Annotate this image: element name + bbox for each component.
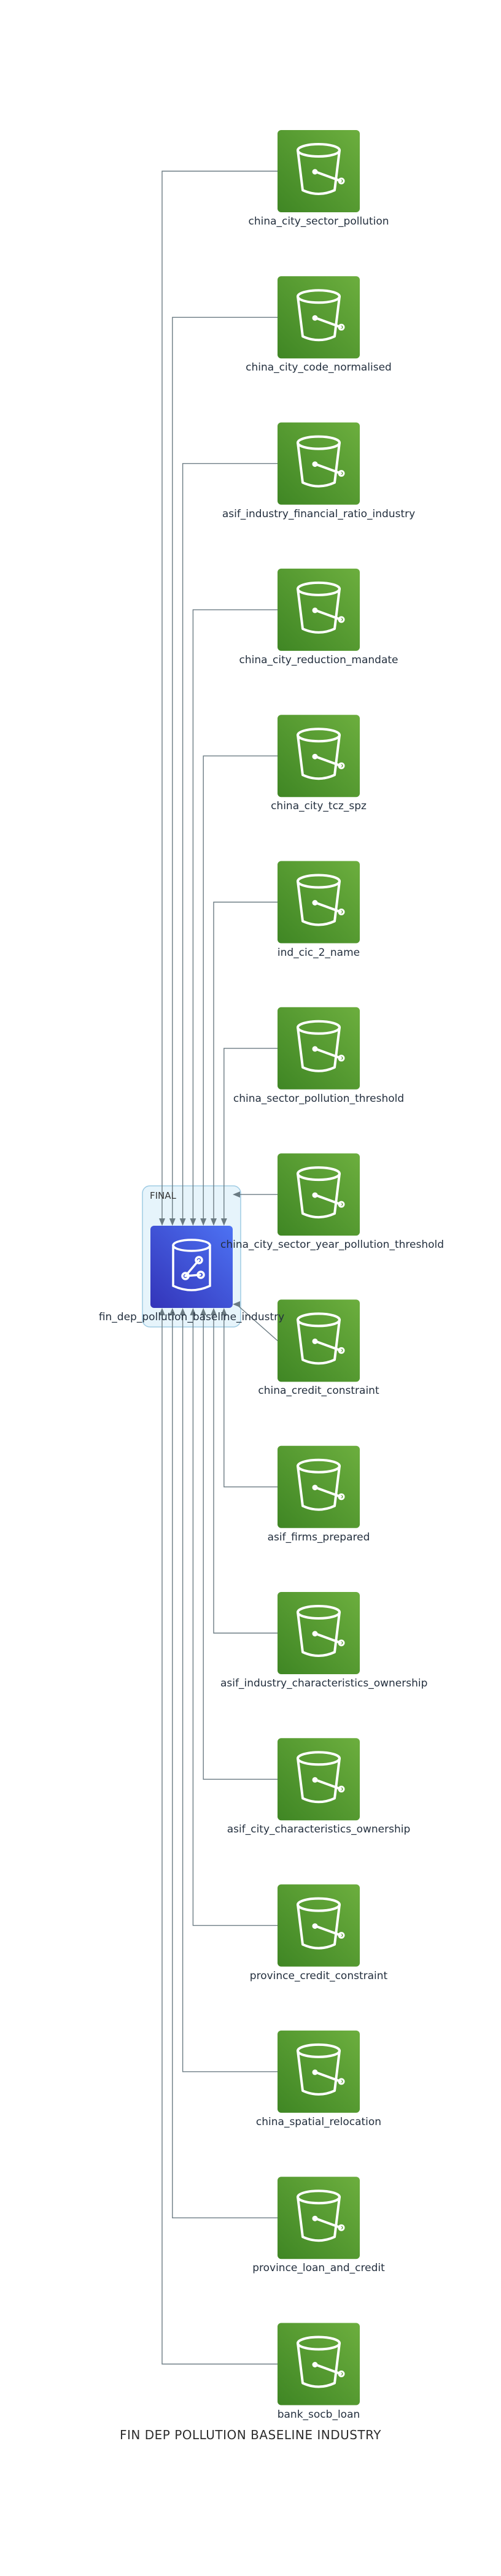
source-node-province-loan-and-credit xyxy=(278,2177,360,2259)
target-node xyxy=(150,1226,233,1308)
source-node-label: province_loan_and_credit xyxy=(252,2262,385,2275)
diagram-title: FIN DEP POLLUTION BASELINE INDUSTRY xyxy=(120,2427,381,2442)
edge-asif-firms-prepared xyxy=(223,1312,278,1488)
arrowhead xyxy=(233,1301,240,1307)
edge-bank-socb-loan xyxy=(161,1312,278,2365)
cluster-final-label: FINAL xyxy=(150,1190,176,1201)
s3-bucket-icon xyxy=(278,1153,360,1236)
source-node-label: bank_socb_loan xyxy=(277,2408,360,2421)
source-node-label: china_city_tcz_spz xyxy=(271,800,367,813)
edge-asif-industry-financial-ratio-industry xyxy=(182,463,278,1222)
source-node-china-city-tcz-spz xyxy=(278,715,360,798)
source-node-label: asif_city_characteristics_ownership xyxy=(227,1823,411,1836)
s3-bucket-icon xyxy=(278,1299,360,1382)
s3-bucket-icon xyxy=(278,2030,360,2113)
s3-bucket-icon xyxy=(278,1738,360,1821)
source-node-label: china_city_code_normalised xyxy=(246,361,392,374)
edge-asif-city-characteristics-ownership xyxy=(203,1312,278,1780)
target-node-label: fin_dep_pollution_baseline_industry xyxy=(98,1311,285,1323)
edge-china-city-code-normalised xyxy=(172,317,278,1222)
arrowhead xyxy=(200,1218,207,1226)
source-node-bank-socb-loan xyxy=(278,2323,360,2405)
source-node-label: china_city_sector_year_pollution_thresho… xyxy=(220,1239,445,1251)
edge-china-city-tcz-spz xyxy=(203,755,278,1222)
source-node-label: asif_industry_characteristics_ownership xyxy=(220,1677,428,1690)
source-node-asif-industry-characteristics-ownership xyxy=(278,1592,360,1674)
edge-province-loan-and-credit xyxy=(172,1312,278,2218)
s3-bucket-icon xyxy=(278,1884,360,1967)
s3-bucket-icon xyxy=(278,1445,360,1528)
arrowhead xyxy=(211,1308,217,1315)
s3-bucket-icon xyxy=(278,1592,360,1674)
source-node-label: china_credit_constraint xyxy=(258,1385,379,1398)
source-node-label: asif_industry_financial_ratio_industry xyxy=(222,507,416,520)
source-node-label: asif_firms_prepared xyxy=(267,1531,370,1544)
s3-bucket-icon xyxy=(278,1007,360,1090)
edge-china-city-sector-pollution xyxy=(161,171,278,1222)
edge-asif-industry-characteristics-ownership xyxy=(213,1312,278,1634)
edge-china-sector-pollution-threshold xyxy=(223,1048,278,1222)
arrowhead xyxy=(169,1308,176,1315)
source-node-asif-city-characteristics-ownership xyxy=(278,1738,360,1821)
arrowhead xyxy=(190,1218,196,1226)
source-node-ind-cic-2-name xyxy=(278,861,360,944)
arrowhead xyxy=(233,1191,240,1198)
arrowhead xyxy=(211,1218,217,1226)
s3-bucket-icon xyxy=(278,861,360,944)
edges-layer xyxy=(159,171,278,2365)
source-node-china-credit-constraint xyxy=(278,1299,360,1382)
source-node-province-credit-constraint xyxy=(278,1884,360,1967)
source-node-china-city-sector-year-pollution-threshold xyxy=(278,1153,360,1236)
edge-province-credit-constraint xyxy=(192,1312,278,1926)
source-node-label: china_sector_pollution_threshold xyxy=(233,1092,405,1105)
s3-bucket-icon xyxy=(278,276,360,359)
arrowhead xyxy=(159,1308,165,1315)
edge-china-credit-constraint xyxy=(236,1304,278,1341)
arrowhead xyxy=(159,1218,165,1226)
source-node-china-sector-pollution-threshold xyxy=(278,1007,360,1090)
source-node-china-city-reduction-mandate xyxy=(278,568,360,651)
source-node-label: province_credit_constraint xyxy=(249,1969,388,1982)
arrowhead xyxy=(190,1308,196,1315)
source-node-label: ind_cic_2_name xyxy=(277,946,360,959)
source-node-china-spatial-relocation xyxy=(278,2030,360,2113)
arrowhead xyxy=(169,1218,176,1226)
source-node-label: china_city_sector_pollution xyxy=(248,215,389,228)
s3-bucket-icon xyxy=(278,422,360,505)
s3-bucket-icon xyxy=(278,2323,360,2405)
nodes-layer xyxy=(150,130,360,2405)
s3-bucket-icon xyxy=(278,715,360,798)
edge-china-spatial-relocation xyxy=(182,1312,278,2072)
s3-bucket-icon xyxy=(278,568,360,651)
edge-china-city-reduction-mandate xyxy=(192,609,278,1222)
source-node-asif-firms-prepared xyxy=(278,1445,360,1528)
source-node-label: china_spatial_relocation xyxy=(255,2115,382,2128)
arrowhead xyxy=(179,1218,186,1226)
s3-bucket-icon xyxy=(278,130,360,212)
arrowhead xyxy=(220,1308,227,1315)
source-node-label: china_city_reduction_mandate xyxy=(239,653,398,666)
arrowhead xyxy=(220,1218,227,1226)
source-node-asif-industry-financial-ratio-industry xyxy=(278,422,360,505)
edge-ind-cic-2-name xyxy=(213,901,278,1222)
arrowhead xyxy=(200,1308,207,1315)
data-pipeline-icon xyxy=(150,1226,233,1308)
s3-bucket-icon xyxy=(278,2177,360,2259)
source-node-china-city-code-normalised xyxy=(278,276,360,359)
arrowhead xyxy=(179,1308,186,1315)
source-node-china-city-sector-pollution xyxy=(278,130,360,212)
